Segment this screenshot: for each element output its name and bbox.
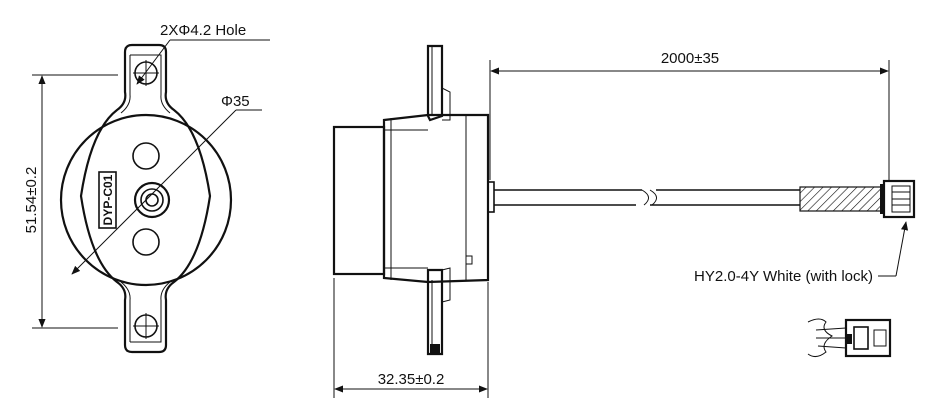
body-width-label: 32.35±0.2 — [378, 371, 445, 388]
hole-callout-leader — [136, 39, 171, 85]
center-transducer-mid — [140, 188, 164, 212]
connector-side-view — [880, 179, 916, 219]
wire-bundle-sleeve — [799, 186, 885, 212]
bottom-flange — [426, 268, 444, 356]
hole-callout-label: 2XΦ4.2 Hole — [160, 22, 246, 39]
body-label: DYP-C01 — [101, 174, 115, 225]
center-transducer-outer — [133, 181, 171, 219]
height-dimension-label: 51.54±0.2 — [23, 167, 40, 234]
connector-leader — [895, 221, 909, 277]
cable-gland — [487, 181, 495, 213]
connector-detail — [807, 318, 892, 358]
housing-disc — [59, 113, 233, 287]
lower-boss — [132, 228, 160, 256]
side-view: 2000±35 32.35±0.2 HY2.0-4Y White (with l… — [332, 44, 916, 398]
flange-inner-contour — [120, 54, 171, 343]
front-cover — [332, 125, 386, 276]
bottom-flange-tab — [430, 344, 440, 354]
body-label-box — [98, 171, 117, 229]
diameter-label: Φ35 — [221, 93, 250, 110]
connector-label: HY2.0-4Y White (with lock) — [694, 268, 873, 285]
body-notch — [465, 255, 473, 265]
detail-connector-cavity — [853, 326, 869, 350]
detail-connector-latch — [873, 329, 887, 347]
cable — [494, 189, 800, 206]
detail-break-line — [807, 318, 833, 358]
cable-length-label: 2000±35 — [661, 50, 719, 67]
diameter-leader — [71, 109, 237, 275]
front-view: DYP-C01 Φ35 2XΦ4.2 Hole 51.54±0.2 — [23, 22, 270, 354]
upper-boss — [132, 142, 160, 170]
center-transducer-inner — [145, 193, 159, 207]
mounting-flange-outline — [79, 43, 212, 354]
top-flange — [426, 44, 444, 122]
